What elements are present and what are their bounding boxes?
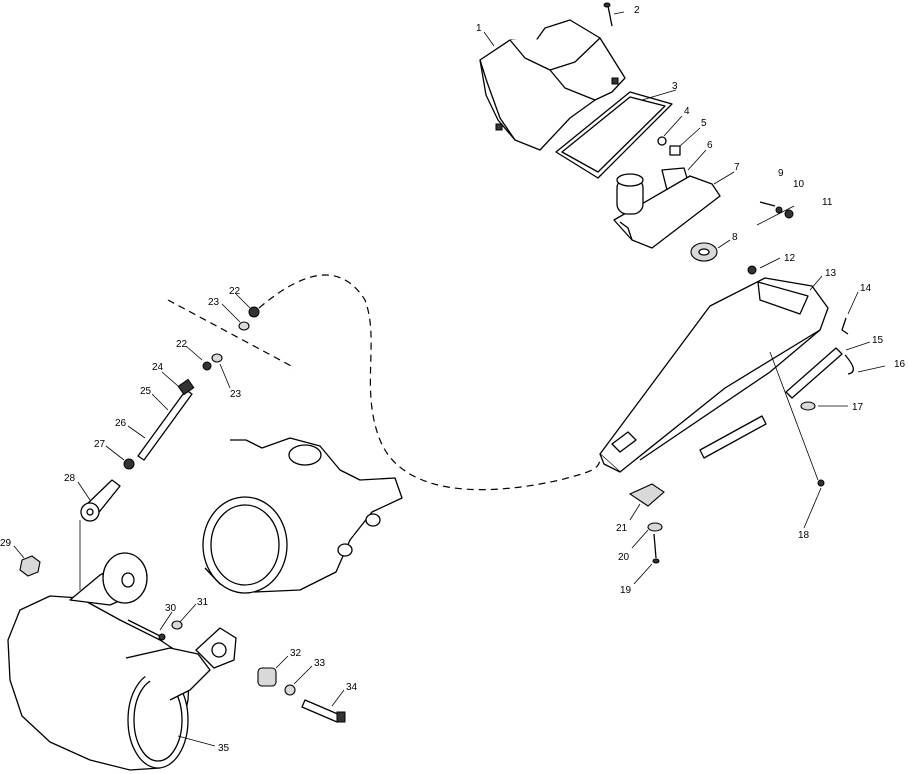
long-screw-part — [769, 351, 819, 481]
callout-16: 16 — [894, 359, 906, 370]
actuator-base-part — [613, 173, 721, 249]
nozzle-bolt-part — [127, 619, 183, 641]
callout-9: 9 — [778, 168, 784, 179]
bushing-group — [257, 667, 346, 723]
callout-34: 34 — [346, 682, 358, 693]
callout-5: 5 — [701, 118, 707, 129]
callout-22-lower: 22 — [176, 339, 188, 350]
clevis-rod-part — [785, 347, 854, 399]
callout-6: 6 — [707, 140, 713, 151]
rod-end-part — [80, 479, 121, 522]
cable-route-line — [249, 274, 601, 491]
callout-3: 3 — [672, 81, 678, 92]
callout-29: 29 — [0, 538, 12, 549]
fasteners-right-group — [747, 201, 794, 275]
callout-32: 32 — [290, 648, 302, 659]
callout-24: 24 — [152, 362, 164, 373]
callout-22-upper: 22 — [229, 286, 241, 297]
callout-27: 27 — [94, 439, 106, 450]
nuts-washers-group — [202, 306, 260, 371]
callout-28: 28 — [64, 473, 76, 484]
callout-23-upper: 23 — [208, 297, 220, 308]
callout-25: 25 — [140, 386, 152, 397]
mounting-plate-part — [599, 277, 829, 473]
tie-rod-bolt-part — [137, 378, 195, 461]
callout-23-lower: 23 — [230, 389, 242, 400]
nozzle-part — [7, 595, 211, 771]
steering-housing-part — [202, 437, 403, 594]
callout-20: 20 — [618, 552, 630, 563]
callout-30: 30 — [165, 603, 177, 614]
callout-33: 33 — [314, 658, 326, 669]
callout-35: 35 — [218, 743, 230, 754]
callout-21: 21 — [616, 523, 628, 534]
nut-part — [19, 555, 41, 577]
callout-11: 11 — [822, 197, 833, 208]
nozzle-bracket-part — [69, 552, 237, 669]
lower-fasteners-group — [628, 483, 665, 564]
spring-pin-part — [841, 317, 849, 335]
callout-19: 19 — [620, 585, 632, 596]
callout-7: 7 — [734, 162, 740, 173]
callout-10: 10 — [793, 179, 805, 190]
callout-15: 15 — [872, 335, 884, 346]
callout-31: 31 — [197, 597, 209, 608]
alignment-line-right — [756, 205, 795, 226]
grommet-part — [690, 242, 718, 262]
cover-part — [479, 19, 626, 151]
callout-2: 2 — [634, 5, 640, 16]
callout-13: 13 — [825, 268, 837, 279]
callout-4: 4 — [684, 106, 690, 117]
callout-17: 17 — [852, 402, 864, 413]
washer-part — [800, 401, 816, 411]
alignment-line-upper — [167, 299, 296, 369]
jam-nut-part — [123, 458, 135, 470]
callout-12: 12 — [784, 253, 796, 264]
callout-labels: 1 2 3 4 5 6 7 8 9 10 11 12 13 14 15 16 1… — [0, 5, 906, 754]
callout-14: 14 — [860, 283, 872, 294]
screw-part — [603, 2, 613, 27]
leader-lines — [13, 11, 886, 747]
callout-1: 1 — [476, 23, 482, 34]
callout-18: 18 — [798, 530, 810, 541]
gasket-part — [555, 91, 673, 179]
callout-8: 8 — [732, 232, 738, 243]
callout-26: 26 — [115, 418, 127, 429]
shaft-part — [699, 415, 767, 459]
